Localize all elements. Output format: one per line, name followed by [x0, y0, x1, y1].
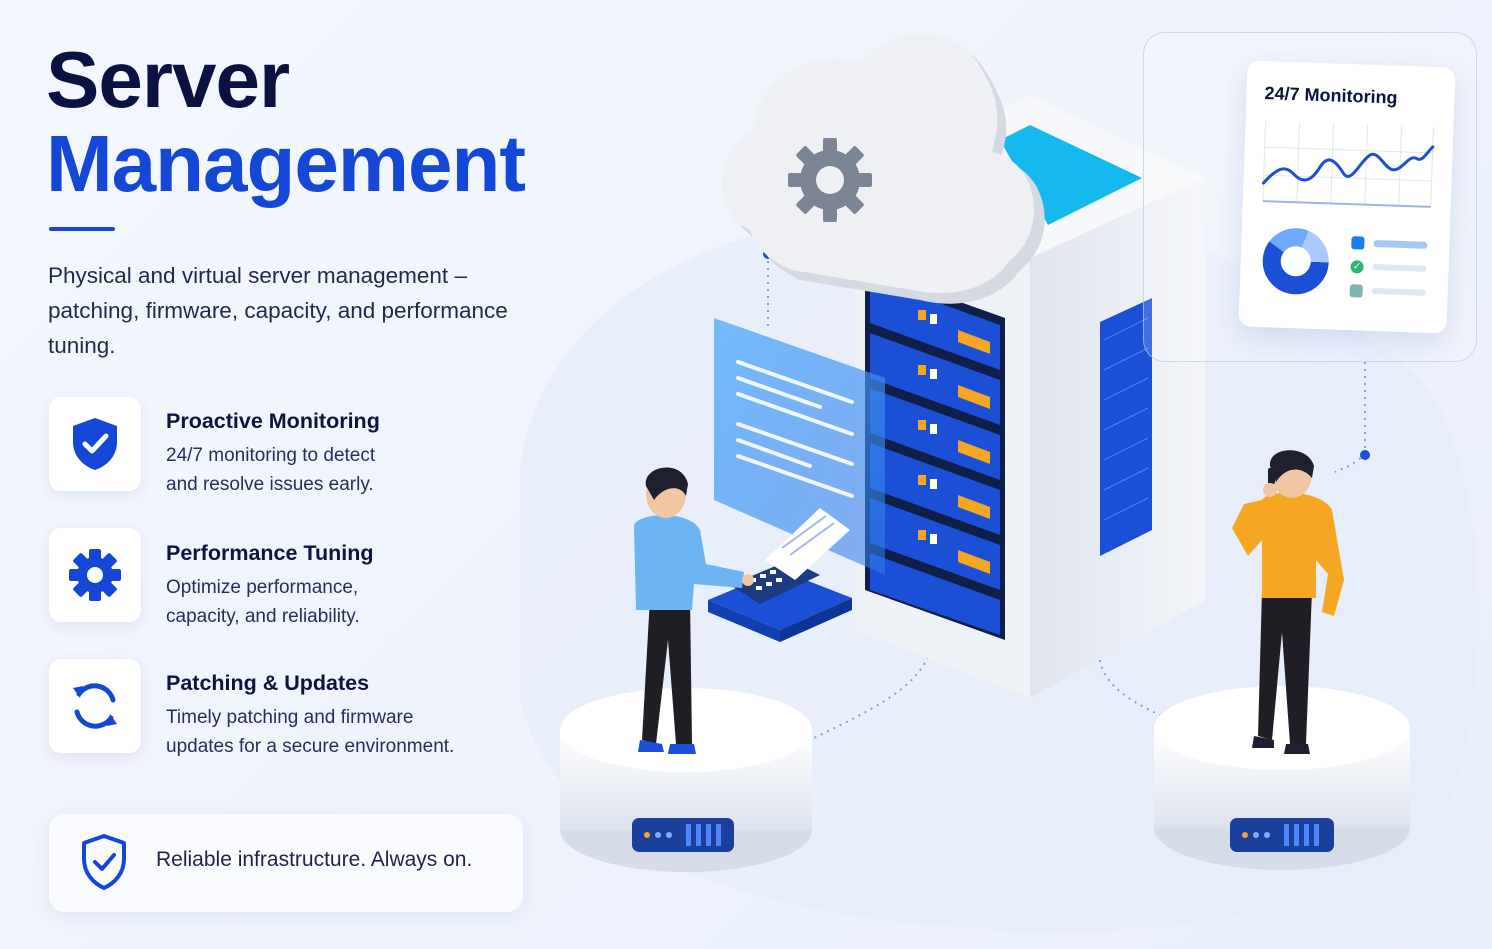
gear-icon	[788, 138, 872, 222]
donut-chart-icon	[1262, 228, 1329, 295]
legend-square-icon	[1349, 284, 1363, 298]
check-circle-icon: ✓	[1350, 260, 1364, 274]
shield-check-icon	[73, 418, 117, 470]
desk-terminal	[708, 508, 852, 642]
legend-line	[1372, 263, 1427, 272]
pedestal-right	[1154, 686, 1410, 870]
feature-icon-card-tuning	[49, 528, 141, 622]
tagline-text: Reliable infrastructure. Always on.	[156, 848, 473, 871]
refresh-icon	[73, 683, 117, 729]
connector-server-right-pedestal	[1099, 659, 1166, 719]
title-underline	[49, 227, 115, 231]
feature-title-patching: Patching & Updates	[166, 671, 370, 695]
feature-desc-patching: Timely patching and firmware updates for…	[166, 707, 455, 757]
monitoring-panel: 24/7 Monitoring ✓	[1238, 60, 1456, 334]
tagline-box	[49, 814, 523, 912]
feature-title-monitoring: Proactive Monitoring	[166, 409, 380, 433]
legend-square-icon	[1351, 236, 1365, 250]
cloud-gear	[721, 33, 1045, 304]
connector-dot	[1360, 450, 1370, 460]
feature-icon-card-patching	[49, 659, 141, 753]
floating-screen	[714, 318, 885, 575]
feature-desc-tuning: Optimize performance, capacity, and reli…	[166, 577, 360, 627]
person-left	[634, 467, 754, 754]
legend-line	[1373, 239, 1428, 249]
person-right	[1232, 450, 1344, 754]
line-chart-icon	[1261, 121, 1435, 208]
legend-line	[1371, 287, 1426, 296]
monitoring-panel-title: 24/7 Monitoring	[1264, 83, 1398, 108]
page-title-line-2: Management	[46, 119, 526, 208]
shield-check-icon	[82, 834, 126, 890]
page-title-line-1: Server	[46, 35, 290, 124]
feature-title-tuning: Performance Tuning	[166, 541, 374, 565]
page-description: Physical and virtual server management –…	[48, 263, 508, 358]
feature-icon-card-monitoring	[49, 397, 141, 491]
gear-icon	[69, 549, 121, 601]
connector-server-left-pedestal	[809, 649, 931, 741]
feature-desc-monitoring: 24/7 monitoring to detect and resolve is…	[166, 445, 376, 495]
